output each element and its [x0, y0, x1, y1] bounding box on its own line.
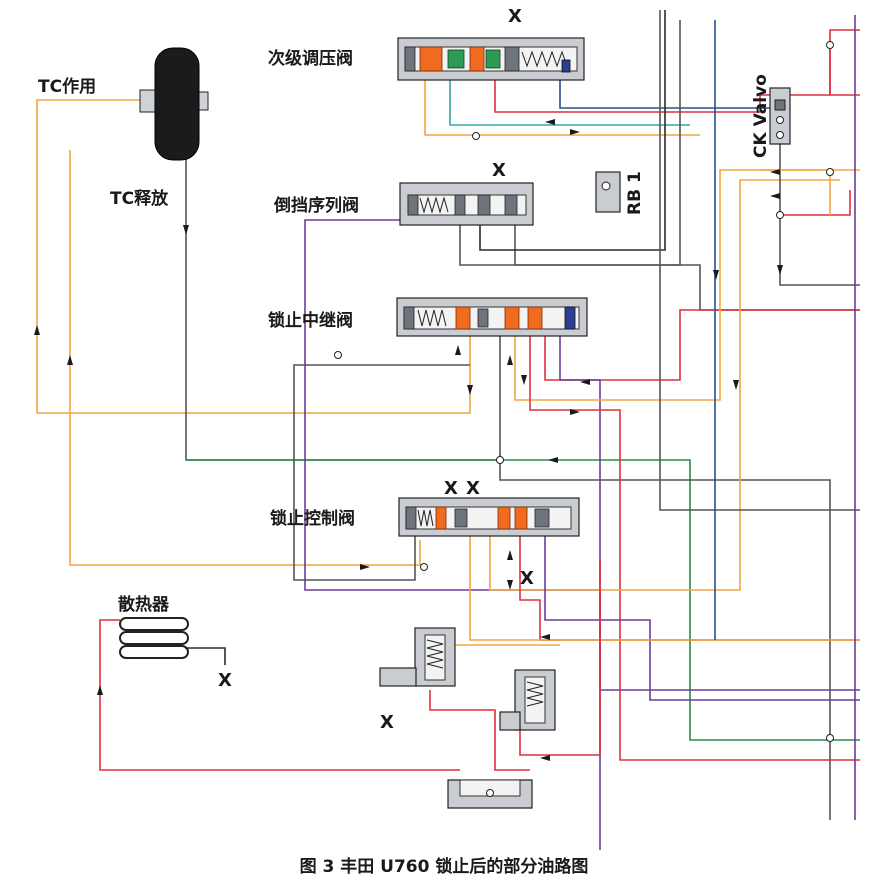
- cooler-label: 散热器: [118, 594, 170, 615]
- junction-dot: [486, 789, 494, 797]
- secondary-red: [494, 29, 860, 113]
- labels: TC作用 TC释放 次级调压阀 倒挡序列阀 锁止中继阀 锁止控制阀 散热器 CK…: [38, 6, 771, 877]
- arrow: [580, 379, 590, 385]
- arrow: [548, 457, 558, 463]
- check-red: [780, 190, 851, 216]
- secondary-red-right: [829, 45, 860, 96]
- secondary-blue: [559, 80, 780, 109]
- green-line: [186, 459, 860, 741]
- reverse-sequence-valve: [399, 182, 534, 226]
- arrow: [545, 119, 555, 125]
- cooler: [119, 617, 189, 659]
- arrow: [570, 129, 580, 135]
- control-orange: [489, 179, 840, 591]
- arrow: [570, 409, 580, 415]
- secondary-orange: [424, 80, 700, 136]
- secondary-regulator-label: 次级调压阀: [268, 48, 353, 69]
- rb1-orifice: [595, 171, 621, 213]
- exhaust-mark: X: [520, 568, 534, 589]
- arrow: [97, 685, 103, 695]
- arrow: [540, 755, 550, 761]
- control-gray: [293, 364, 470, 581]
- tc-body: [154, 47, 200, 161]
- relay-red-2: [529, 330, 860, 761]
- arrow: [540, 634, 550, 640]
- check-gray: [779, 100, 860, 286]
- arrow: [507, 550, 513, 560]
- relief-red-2: [519, 560, 601, 756]
- relief-valve-2: [499, 669, 556, 731]
- cooler-red-line: [99, 619, 460, 771]
- secondary-teal: [449, 70, 690, 126]
- junction-dot: [496, 456, 504, 464]
- arrow: [521, 375, 527, 385]
- exhaust-mark: X: [508, 6, 522, 27]
- reverse-gray-2: [514, 225, 860, 311]
- tc-apply-line: [36, 99, 471, 414]
- arrow: [67, 355, 73, 365]
- arrow: [467, 385, 473, 395]
- flow-arrows: [34, 119, 783, 761]
- control-orange-2: [469, 535, 860, 641]
- exhaust-mark: X: [492, 160, 506, 181]
- arrow: [777, 265, 783, 275]
- arrow: [183, 225, 189, 235]
- exhaust-mark: X: [380, 712, 394, 733]
- lockup-control-valve: [398, 497, 580, 537]
- arrow: [770, 193, 780, 199]
- lockup-relay-valve: [396, 297, 588, 337]
- arrow: [733, 380, 739, 390]
- torque-converter: [139, 47, 209, 161]
- arrow: [713, 270, 719, 280]
- reverse-black: [479, 10, 666, 251]
- exhaust-mark: X: [444, 478, 458, 499]
- oil-lines: [36, 10, 860, 850]
- junction-dot: [826, 41, 834, 49]
- tc-release-line-2: [69, 150, 421, 566]
- relief-valve-1: [379, 627, 456, 687]
- check-orange: [760, 169, 831, 215]
- figure-caption: 图 3 丰田 U760 锁止后的部分油路图: [300, 856, 589, 877]
- relay-red: [544, 309, 860, 381]
- control-purple: [544, 535, 860, 701]
- right-vertical-1: [659, 10, 860, 511]
- junction-dot: [826, 168, 834, 176]
- junction-dot: [334, 351, 342, 359]
- arrow: [770, 169, 780, 175]
- junction-dot: [776, 116, 784, 124]
- arrow: [507, 355, 513, 365]
- arrow: [455, 345, 461, 355]
- arrow: [360, 564, 370, 570]
- relay-gray: [499, 330, 831, 820]
- lockup-control-label: 锁止控制阀: [270, 508, 355, 529]
- rb1-label: RB 1: [625, 171, 645, 215]
- lockup-relay-label: 锁止中继阀: [268, 310, 353, 331]
- exhaust-mark: X: [466, 478, 480, 499]
- relief-red-1: [429, 690, 530, 771]
- tc-release-label: TC释放: [110, 188, 169, 209]
- arrow: [507, 580, 513, 590]
- junction-dot: [420, 563, 428, 571]
- junction-dot: [776, 211, 784, 219]
- exhaust-mark: X: [218, 670, 232, 691]
- junction-dot: [826, 734, 834, 742]
- cooler-out-line: [185, 647, 226, 665]
- tc-apply-label: TC作用: [38, 76, 96, 97]
- junction-dots: [334, 41, 834, 797]
- relay-purple: [559, 330, 860, 691]
- check-valve-label: CK Valvo: [751, 74, 771, 158]
- reverse-sequence-label: 倒挡序列阀: [273, 195, 359, 216]
- junction-dot: [472, 132, 480, 140]
- check-valve-ball: [774, 99, 786, 111]
- secondary-regulator-valve: [397, 37, 585, 81]
- arrow: [34, 325, 40, 335]
- junction-dot: [776, 131, 784, 139]
